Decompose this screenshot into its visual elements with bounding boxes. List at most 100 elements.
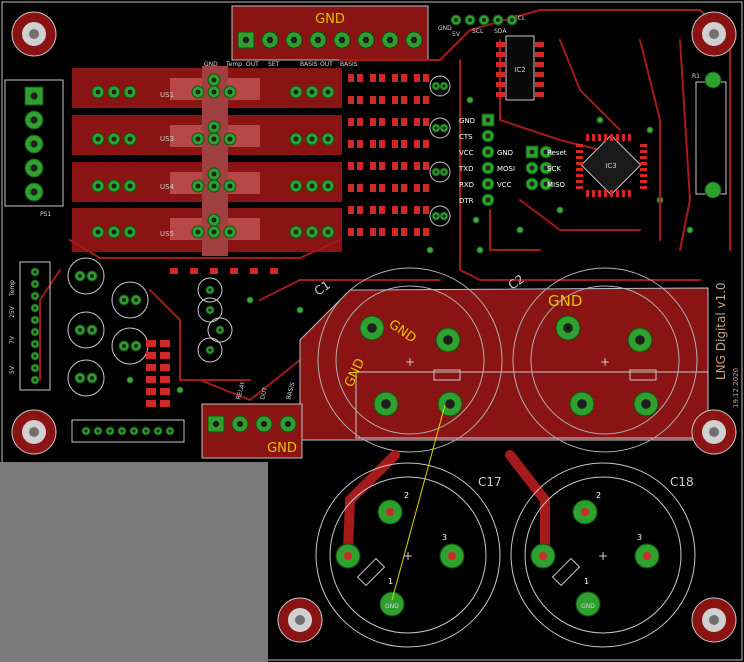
electrolytic-pin-hole: [90, 328, 94, 332]
out-label-0: GND: [204, 61, 218, 68]
hdr-right-1: MOSI: [497, 165, 515, 173]
smd-pad: [348, 118, 354, 126]
smd-pad: [370, 206, 376, 214]
left-conn-1: 7V: [9, 335, 16, 344]
smd-pad: [414, 140, 420, 148]
reg-pin-hole: [309, 183, 315, 189]
us5-label: US5: [160, 230, 174, 238]
mcu-pad: [598, 134, 601, 141]
top-header-pin-hole: [454, 18, 458, 22]
ic2-pad: [496, 52, 505, 57]
mcu-pad: [592, 190, 595, 197]
smd-pad: [414, 206, 420, 214]
reg-pin-hole: [211, 229, 217, 235]
hdr-left-3: TXD: [458, 165, 473, 173]
c17-gnd: GND: [385, 603, 399, 610]
small-cap-pin-hole: [208, 288, 212, 292]
board-date: 19.12.2020: [732, 368, 740, 408]
smd-pad: [210, 268, 218, 274]
mcu-pad: [622, 190, 625, 197]
mounting-hole-center: [709, 615, 719, 625]
serial-header-pin-hole: [485, 181, 491, 187]
serial-header-pin-hole: [485, 133, 491, 139]
smd-pad: [146, 340, 156, 347]
header-isp: [525, 145, 553, 191]
smd-pad: [414, 118, 420, 126]
us4-label: US4: [160, 183, 175, 191]
mcu-pad: [616, 134, 619, 141]
bottom-header-pin-hole: [168, 429, 172, 433]
small-cap-pin-hole: [208, 348, 212, 352]
bottom-header-pin-hole: [108, 429, 112, 433]
c18-pin1: 1: [584, 577, 589, 586]
smd-pad: [348, 96, 354, 104]
smd-pad: [423, 206, 429, 214]
small-cap-pin-hole: [442, 84, 446, 88]
smd-pad: [357, 206, 363, 214]
mcu-pad: [586, 190, 589, 197]
left-conn-pin-hole: [33, 282, 37, 286]
reg-pin-hole: [211, 171, 217, 177]
top-conn-pin-hole: [410, 36, 418, 44]
c18-pin3: 3: [637, 533, 642, 542]
bottom-conn-pin-hole: [284, 420, 292, 428]
smd-pad: [160, 340, 170, 347]
smd-pad: [348, 162, 354, 170]
smd-pad: [379, 74, 385, 82]
c1-plus: +: [405, 355, 415, 369]
net-label-4: SCL: [514, 15, 526, 22]
mcu-pad: [610, 190, 613, 197]
big-cap-pad-hole: [367, 323, 377, 333]
cap-c18: C18 + 2 3 1 GND: [505, 450, 696, 648]
mounting-holes: [11, 11, 737, 643]
reg-pin-hole: [127, 136, 133, 142]
smd-pad: [348, 184, 354, 192]
top-conn-pin-hole: [362, 36, 370, 44]
bottom-conn-pin-hole: [260, 420, 268, 428]
mcu-pad: [640, 162, 647, 165]
out-label-5: OUT: [320, 61, 333, 68]
top-conn-pin-hole: [242, 36, 250, 44]
top-gnd-connector: GND: [231, 5, 429, 61]
electrolytic-pin-hole: [90, 274, 94, 278]
mounting-hole-center: [29, 427, 39, 437]
smd-pad: [348, 140, 354, 148]
reg-pin-hole: [293, 89, 299, 95]
smd-pad: [401, 228, 407, 236]
via: [472, 216, 480, 224]
ps1-pin-hole: [30, 116, 38, 124]
out-label-1: Temp: [225, 61, 242, 68]
mcu-pad: [616, 190, 619, 197]
smd-pad: [160, 388, 170, 395]
top-gnd-label: GND: [315, 12, 345, 27]
smd-pad: [370, 74, 376, 82]
small-cap-outline: [429, 75, 451, 97]
bottom-header-pin-hole: [132, 429, 136, 433]
smd-pad: [370, 118, 376, 126]
reg-pin-hole: [95, 136, 101, 142]
reg-pin-hole: [309, 229, 315, 235]
mcu-ic3: IC3: [576, 134, 647, 197]
mcu-pad: [576, 144, 583, 147]
reg-pin-hole: [195, 136, 201, 142]
top-header-pin-hole: [468, 18, 472, 22]
ic2-pad: [535, 42, 544, 47]
reg-pin-hole: [111, 229, 117, 235]
big-cap-pad-hole: [641, 399, 651, 409]
c18-label: C18: [670, 475, 694, 489]
left-conn-3: Temp: [9, 280, 16, 297]
mcu-pad: [604, 190, 607, 197]
net-label-3: SDA: [494, 28, 507, 35]
smd-pad: [357, 140, 363, 148]
smd-pad: [401, 118, 407, 126]
smd-pad: [401, 162, 407, 170]
small-cap-pin-hole: [434, 84, 438, 88]
small-cap-pin-hole: [434, 126, 438, 130]
bottom-header-pin-hole: [96, 429, 100, 433]
hdr-left-2: VCC: [459, 149, 474, 157]
smd-pad: [392, 118, 398, 126]
mcu-pad: [640, 174, 647, 177]
reg-pin-hole: [111, 183, 117, 189]
smd-pad: [160, 352, 170, 359]
